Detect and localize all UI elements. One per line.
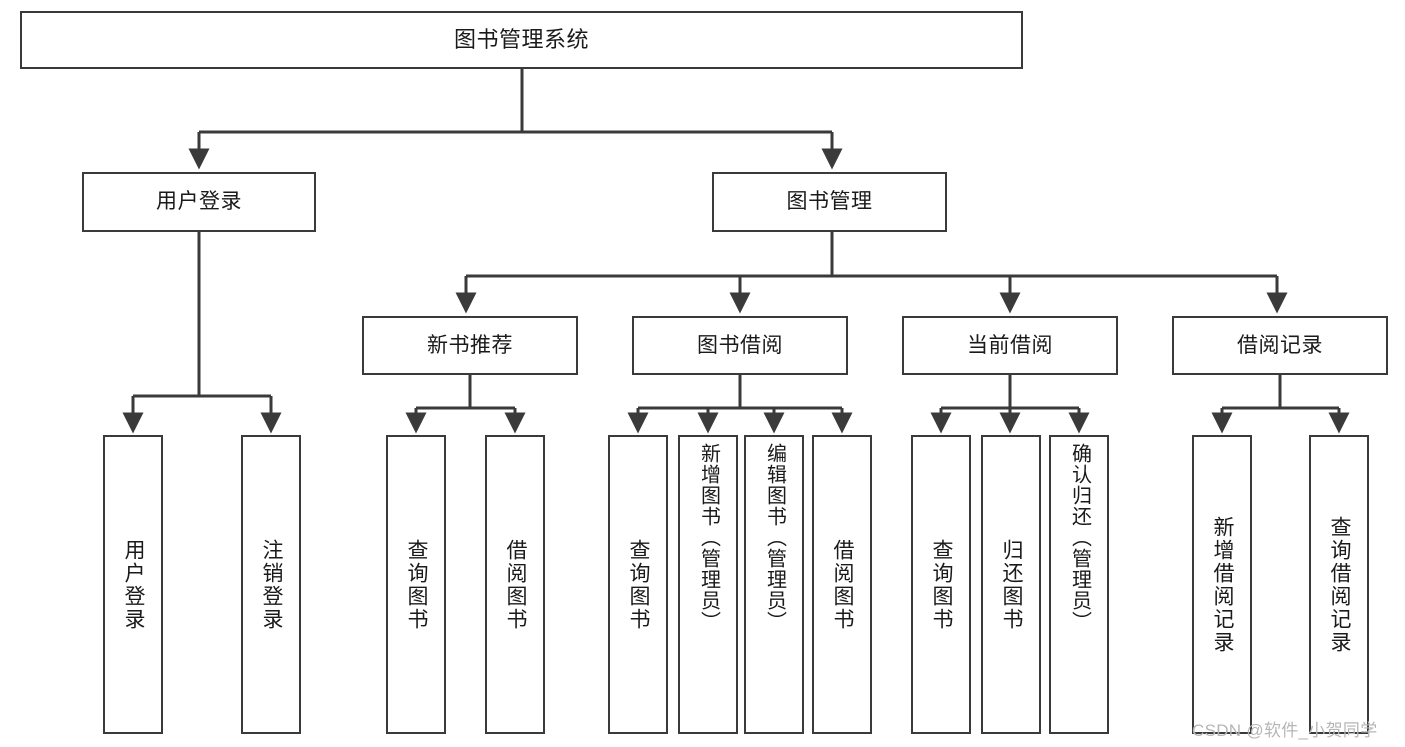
node-new-book-recommend-label: 新书推荐: [427, 333, 513, 357]
node-current-borrow[interactable]: 当前借阅: [902, 316, 1118, 375]
node-borrow-record[interactable]: 借阅记录: [1172, 316, 1388, 375]
node-root[interactable]: 图书管理系统: [20, 11, 1023, 69]
node-leaf-borrow-book-1[interactable]: 借阅图书: [485, 435, 545, 734]
node-new-book-recommend[interactable]: 新书推荐: [362, 316, 578, 375]
node-leaf-confirm-return-label: 确认归还（管理员）: [1068, 443, 1091, 632]
node-leaf-return-book-label: 归还图书: [1000, 538, 1024, 631]
node-leaf-query-book-3[interactable]: 查询图书: [911, 435, 971, 734]
node-leaf-query-record[interactable]: 查询借阅记录: [1309, 435, 1369, 734]
node-user-login[interactable]: 用户登录: [82, 172, 316, 232]
node-leaf-add-record-label: 新增借阅记录: [1211, 515, 1235, 654]
node-leaf-user-login-label: 用户登录: [122, 538, 146, 631]
node-leaf-borrow-book-2[interactable]: 借阅图书: [812, 435, 872, 734]
node-leaf-logout-login-label: 注销登录: [260, 538, 284, 631]
node-leaf-borrow-book-2-label: 借阅图书: [831, 538, 855, 631]
node-user-login-label: 用户登录: [156, 190, 242, 214]
node-leaf-return-book[interactable]: 归还图书: [981, 435, 1041, 734]
node-book-management[interactable]: 图书管理: [712, 172, 947, 232]
node-leaf-edit-book[interactable]: 编辑图书（管理员）: [744, 435, 804, 734]
node-leaf-query-book-2[interactable]: 查询图书: [608, 435, 668, 734]
node-current-borrow-label: 当前借阅: [967, 333, 1053, 357]
node-leaf-user-login[interactable]: 用户登录: [103, 435, 163, 734]
node-leaf-query-book-1[interactable]: 查询图书: [386, 435, 446, 734]
node-leaf-edit-book-label: 编辑图书（管理员）: [763, 443, 786, 632]
node-book-borrow[interactable]: 图书借阅: [632, 316, 848, 375]
csdn-watermark: CSDN @软件_小贺同学: [1192, 721, 1378, 740]
node-borrow-record-label: 借阅记录: [1237, 333, 1323, 357]
node-leaf-logout-login[interactable]: 注销登录: [241, 435, 301, 734]
node-root-label: 图书管理系统: [453, 26, 589, 52]
node-leaf-query-book-1-label: 查询图书: [405, 538, 429, 631]
node-leaf-borrow-book-1-label: 借阅图书: [504, 538, 528, 631]
node-leaf-add-book-label: 新增图书（管理员）: [697, 443, 720, 632]
node-leaf-add-record[interactable]: 新增借阅记录: [1192, 435, 1252, 734]
node-leaf-query-record-label: 查询借阅记录: [1328, 515, 1352, 654]
node-leaf-add-book[interactable]: 新增图书（管理员）: [678, 435, 738, 734]
node-leaf-confirm-return[interactable]: 确认归还（管理员）: [1049, 435, 1109, 734]
node-leaf-query-book-2-label: 查询图书: [627, 538, 651, 631]
node-book-management-label: 图书管理: [786, 190, 873, 214]
node-leaf-query-book-3-label: 查询图书: [930, 538, 954, 631]
node-book-borrow-label: 图书借阅: [697, 333, 783, 357]
